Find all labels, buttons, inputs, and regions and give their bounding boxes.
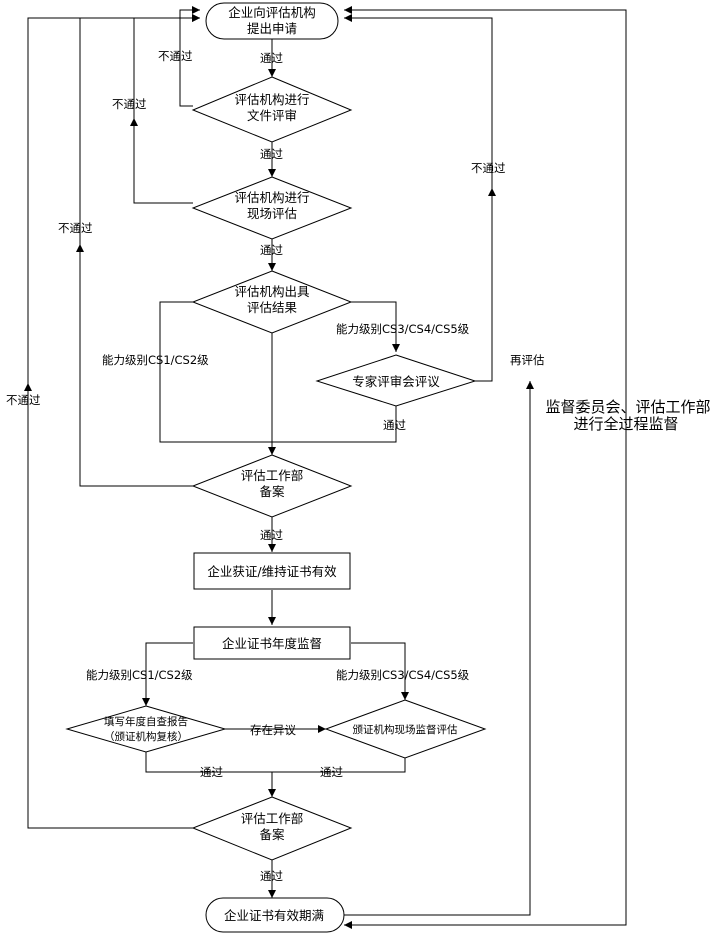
edge-record2-fail-top [27,14,200,383]
node-expert-line-1: 专家评审会评议 [352,374,440,389]
label-level-low-2: 能力级别CS1/CS2级 [86,668,193,682]
edge-annual-high-level [351,642,409,700]
node-site-supervise: 颁证机构现场监督评估 [324,699,487,759]
edge-expert-fail [475,188,496,382]
edge-site-eval-fail [130,118,193,204]
edge-self-pass [145,752,272,773]
label-fail-expert: 不通过 [471,161,506,175]
decision-shape [191,454,353,518]
node-record2: 评估工作部 备案 [191,796,353,861]
edge-doc-review-fail [179,6,200,107]
side-note-line-1: 监督委员会、评估工作部 [545,398,710,416]
edge-expert-fail-top [344,14,493,188]
label-pass-expert: 通过 [383,418,406,432]
node-doc-review-line-1: 评估机构进行 [234,92,309,107]
decision-shape [191,270,353,334]
node-cert-line-1: 企业获证/维持证书有效 [207,564,337,579]
label-fail-record1: 不通过 [58,221,93,235]
node-annual-line-1: 企业证书年度监督 [222,636,322,651]
label-pass-5: 通过 [260,869,283,883]
node-record1-line-2: 备案 [259,484,285,499]
label-fail-site: 不通过 [112,97,147,111]
label-pass-site: 通过 [320,765,343,779]
node-self-report: 填写年度自查报告 （颁证机构复核） [65,705,227,753]
label-fail-doc: 不通过 [158,49,193,63]
node-site-eval-line-1: 评估机构进行 [234,190,309,205]
edge-result-low-level [159,301,272,443]
label-level-high-1: 能力级别CS3/CS4/CS5级 [336,322,470,336]
node-self-report-line-2: （颁证机构复核） [104,730,188,743]
node-result-line-2: 评估结果 [247,300,298,315]
edge-supervision-top [344,6,627,926]
node-result-line-1: 评估机构出具 [234,284,310,299]
node-apply: 企业向评估机构 提出申请 [205,2,339,40]
node-expert: 专家评审会评议 [315,354,477,407]
node-apply-line-1: 企业向评估机构 [228,5,316,20]
node-record1: 评估工作部 备案 [191,454,353,518]
node-cert: 企业获证/维持证书有效 [193,552,351,590]
node-annual: 企业证书年度监督 [193,626,351,660]
label-level-low-1: 能力级别CS1/CS2级 [102,353,209,367]
label-reassess: 再评估 [510,353,545,367]
label-pass-self: 通过 [200,765,223,779]
label-level-high-2: 能力级别CS3/CS4/CS5级 [336,668,470,682]
node-site-eval: 评估机构进行 现场评估 [191,176,353,240]
node-apply-line-2: 提出申请 [247,21,297,36]
process-shape [193,552,351,590]
edge-result-high-level [351,301,400,352]
decision-shape [191,176,353,240]
node-record2-line-2: 备案 [259,827,285,842]
decision-shape [191,796,353,861]
label-pass-2: 通过 [260,147,283,161]
connectors [24,6,627,929]
terminal-shape [205,2,339,40]
edge-reassess [344,381,534,916]
edge-labels: 通过 通过 通过 通过 通过 通过 通过 通过 不通过 不通过 不通过 不通过 … [6,49,545,883]
edge-record1-fail [76,244,193,487]
label-pass-3: 通过 [260,243,283,257]
side-note-line-2: 进行全过程监督 [573,415,678,433]
edge-annual-low-level [142,642,193,706]
label-fail-record2: 不通过 [6,393,41,407]
node-doc-review: 评估机构进行 文件评审 [191,76,353,143]
node-result: 评估机构出具 评估结果 [191,270,353,334]
node-doc-review-line-2: 文件评审 [247,108,297,123]
edge-expert-pass [272,405,397,443]
decision-shape [191,76,353,143]
terminal-shape [205,897,345,933]
node-expire: 企业证书有效期满 [205,897,345,933]
edge-site-pass [272,758,406,773]
node-record2-line-1: 评估工作部 [241,811,304,826]
label-dispute: 存在异议 [250,723,296,737]
edge-record2-fail [24,383,193,829]
process-shape [193,626,351,660]
node-self-report-line-1: 填写年度自查报告 [104,715,188,728]
decision-shape [65,705,227,753]
node-site-eval-line-2: 现场评估 [247,206,297,221]
node-expire-line-1: 企业证书有效期满 [224,908,324,923]
node-site-supervise-line-1: 颁证机构现场监督评估 [353,723,458,736]
label-pass-4: 通过 [260,528,283,542]
label-pass-1: 通过 [260,51,283,65]
side-note: 监督委员会、评估工作部 进行全过程监督 [545,398,710,433]
node-record1-line-1: 评估工作部 [241,468,304,483]
decision-shape [315,354,477,407]
decision-shape [324,699,487,759]
